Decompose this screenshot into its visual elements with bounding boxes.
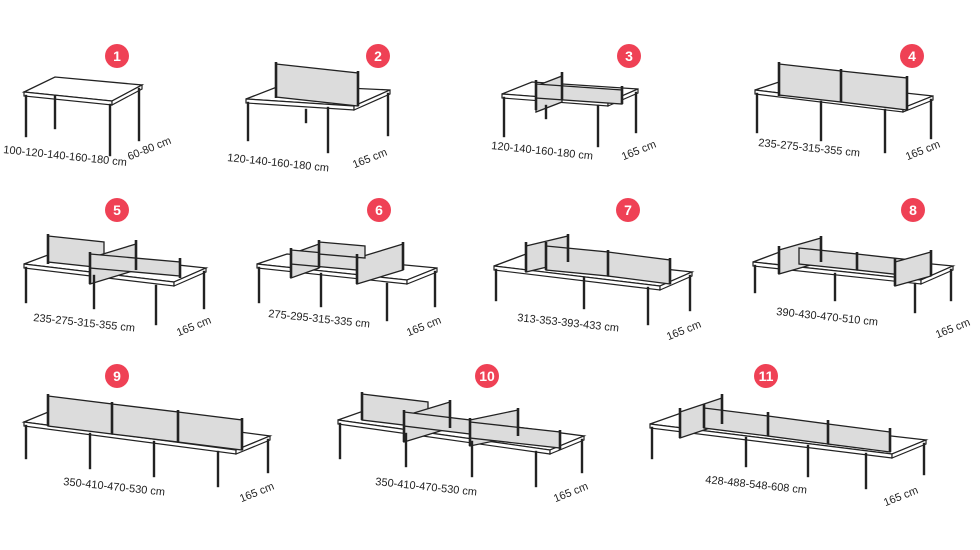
config-number-badge: 7 xyxy=(616,198,640,222)
bench-with-dividers-drawing xyxy=(256,240,438,322)
single-desk-drawing xyxy=(21,76,145,157)
configuration-10: 10 350-410-470-530 cm 165 cm xyxy=(330,362,630,542)
configuration-4: 4 235-275-315-355 cm 165 cm xyxy=(735,40,980,220)
config-number-badge: 3 xyxy=(617,44,641,68)
triple-bench-with-screens-drawing xyxy=(21,394,273,488)
long-triple-bench-with-screens-drawing xyxy=(649,394,929,490)
configuration-3: 3 120-140-160-180 cm 165 cm xyxy=(490,40,735,220)
triple-bench-with-dividers-drawing xyxy=(337,392,587,488)
config-number-badge: 9 xyxy=(105,364,129,388)
config-number-badge: 2 xyxy=(366,44,390,68)
config-number-badge: 11 xyxy=(754,364,778,388)
double-desk-with-screen-drawing xyxy=(245,62,391,154)
config-number-badge: 6 xyxy=(367,198,391,222)
configuration-2: 2 120-140-160-180 cm 165 cm xyxy=(227,40,485,220)
long-bench-with-dividers-drawing xyxy=(752,236,956,314)
configuration-5: 5 235-275-315-355 cm 165 cm xyxy=(0,196,245,376)
configuration-1: 1 100-120-140-160-180 cm 60-80 cm xyxy=(0,40,245,220)
config-number-badge: 1 xyxy=(105,44,129,68)
bench-with-divider-drawing xyxy=(23,234,209,326)
configuration-9: 9 350-410-470-530 cm 165 cm xyxy=(0,362,290,542)
configuration-6: 6 275-295-315-335 cm 165 cm xyxy=(245,196,490,376)
config-number-badge: 8 xyxy=(901,198,925,222)
configuration-7: 7 313-353-393-433 cm 165 cm xyxy=(490,196,735,376)
configuration-11: 11 428-488-548-608 cm 165 cm xyxy=(640,362,970,542)
double-bench-with-screens-drawing xyxy=(754,62,934,154)
double-desk-with-divider-drawing xyxy=(501,72,639,148)
config-number-badge: 5 xyxy=(105,198,129,222)
long-bench-with-screens-drawing xyxy=(493,234,695,326)
configuration-8: 8 390-430-470-510 cm 165 cm xyxy=(735,196,980,376)
config-number-badge: 10 xyxy=(475,364,499,388)
config-number-badge: 4 xyxy=(900,44,924,68)
